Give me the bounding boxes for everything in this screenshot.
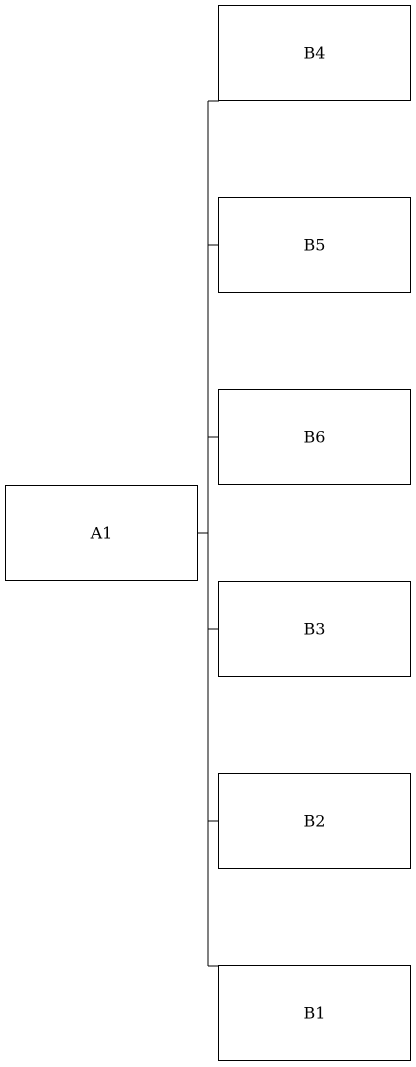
child-node-b4: B4 bbox=[218, 5, 411, 101]
child-node-b5: B5 bbox=[218, 197, 411, 293]
child-node-label: B3 bbox=[304, 620, 326, 639]
child-node-label: B2 bbox=[304, 812, 326, 831]
child-node-label: B4 bbox=[304, 44, 326, 63]
child-node-box bbox=[218, 389, 411, 485]
root-node-box bbox=[5, 485, 198, 581]
child-node-box bbox=[218, 197, 411, 293]
child-node-label: B5 bbox=[304, 236, 326, 255]
child-node-b1: B1 bbox=[218, 965, 411, 1061]
child-node-box bbox=[218, 773, 411, 869]
child-node-box bbox=[218, 581, 411, 677]
child-node-label: B6 bbox=[304, 428, 326, 447]
child-node-b2: B2 bbox=[218, 773, 411, 869]
child-node-box bbox=[218, 5, 411, 101]
child-node-b3: B3 bbox=[218, 581, 411, 677]
child-node-box bbox=[218, 965, 411, 1061]
connectors bbox=[198, 100, 219, 967]
child-node-label: B1 bbox=[304, 1004, 326, 1023]
root-node: A1 bbox=[5, 485, 198, 581]
root-node-label: A1 bbox=[90, 524, 113, 543]
child-node-b6: B6 bbox=[218, 389, 411, 485]
